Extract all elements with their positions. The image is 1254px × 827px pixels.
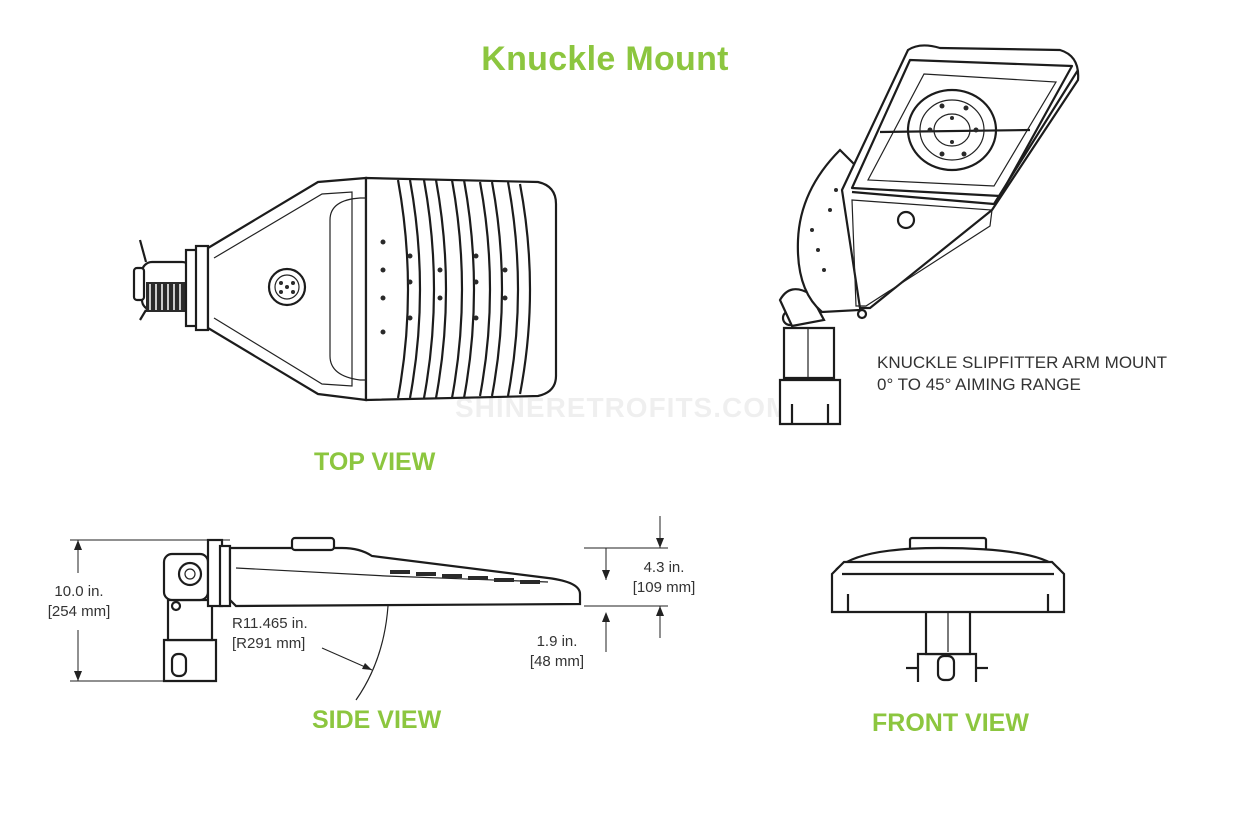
radius-mm: [R291 mm] — [232, 635, 306, 652]
side-view-label: SIDE VIEW — [312, 706, 442, 734]
height-in: 10.0 in. — [54, 583, 104, 600]
height-dimension: 10.0 in. [254 mm] — [38, 582, 120, 622]
top-view-vents — [380, 239, 508, 335]
top-view-label: TOP VIEW — [314, 448, 436, 476]
top-view-knuckle — [132, 239, 210, 332]
front-view-label: FRONT VIEW — [872, 709, 1029, 737]
depth-dimension: 4.3 in. [109 mm] — [622, 558, 706, 598]
lens-in: 1.9 in. — [536, 633, 578, 650]
mount-note-line2: 0° TO 45° AIMING RANGE — [877, 375, 1081, 394]
front-view-drawing — [830, 536, 1066, 682]
top-view-drawing — [132, 176, 558, 402]
radius-dimension: R11.465 in. [R291 mm] — [232, 614, 328, 654]
top-view-fins — [396, 179, 532, 399]
lens-dimension: 1.9 in. [48 mm] — [520, 632, 594, 672]
mount-note-line1: KNUCKLE SLIPFITTER ARM MOUNT — [877, 353, 1167, 372]
side-view-drawing — [70, 516, 668, 701]
perspective-view-drawing — [778, 44, 1080, 426]
page-title: Knuckle Mount — [481, 40, 729, 78]
mount-note: KNUCKLE SLIPFITTER ARM MOUNT 0° TO 45° A… — [877, 352, 1167, 396]
depth-in: 4.3 in. — [643, 559, 685, 576]
lens-mm: [48 mm] — [529, 653, 585, 670]
radius-in: R11.465 in. — [232, 615, 308, 632]
depth-mm: [109 mm] — [632, 579, 696, 596]
height-mm: [254 mm] — [47, 603, 111, 620]
